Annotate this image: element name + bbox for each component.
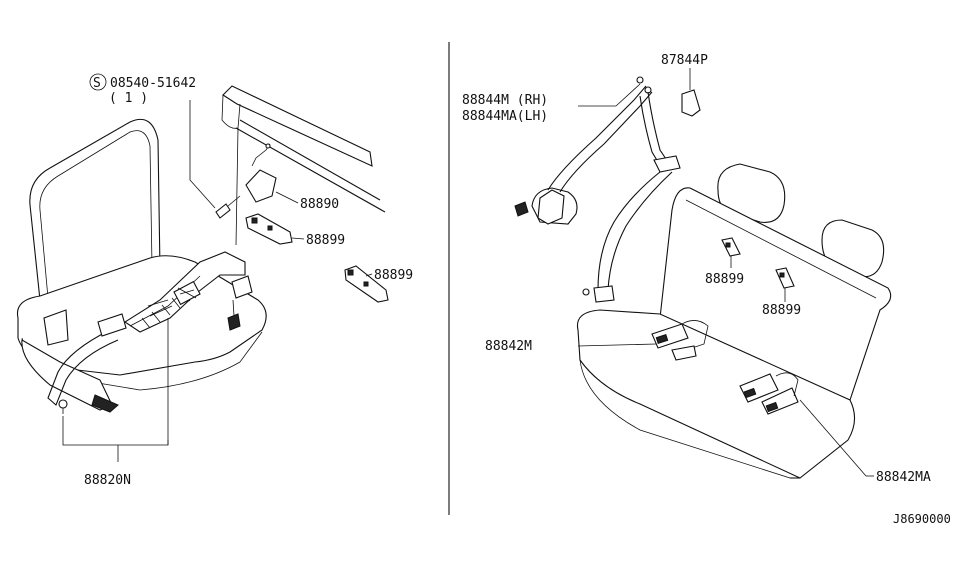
label-bolt-part: 08540-51642	[110, 76, 196, 91]
label-bracket-rear-b: 88899	[762, 303, 801, 318]
label-buckle-center: 88842M	[485, 339, 532, 354]
diagram-code: J8690000	[893, 512, 951, 526]
right-leader-lines	[577, 68, 874, 477]
front-seat-illustration	[16, 118, 267, 414]
rear-bench-illustration	[576, 163, 892, 479]
label-bracket-left-a: 88899	[306, 233, 345, 248]
cab-wall-illustration	[215, 85, 389, 303]
label-bracket-left-b: 88899	[374, 268, 413, 283]
bolt-symbol-icon	[89, 73, 107, 91]
label-bolt-qty: ( 1 )	[109, 91, 148, 106]
label-bracket-rear-a: 88899	[705, 272, 744, 287]
label-belt-rh: 88844M (RH)	[462, 93, 548, 108]
label-front-belt: 88820N	[84, 473, 131, 488]
left-leader-lines	[62, 100, 373, 462]
label-belt-lh: 88844MA(LH)	[462, 109, 548, 124]
bolt-symbol-letter: S	[93, 76, 101, 91]
label-buckle-rear: 88842MA	[876, 470, 931, 485]
label-cap: 87844P	[661, 53, 708, 68]
label-anchor-cover: 88890	[300, 197, 339, 212]
shoulder-belt-illustration	[514, 76, 701, 303]
